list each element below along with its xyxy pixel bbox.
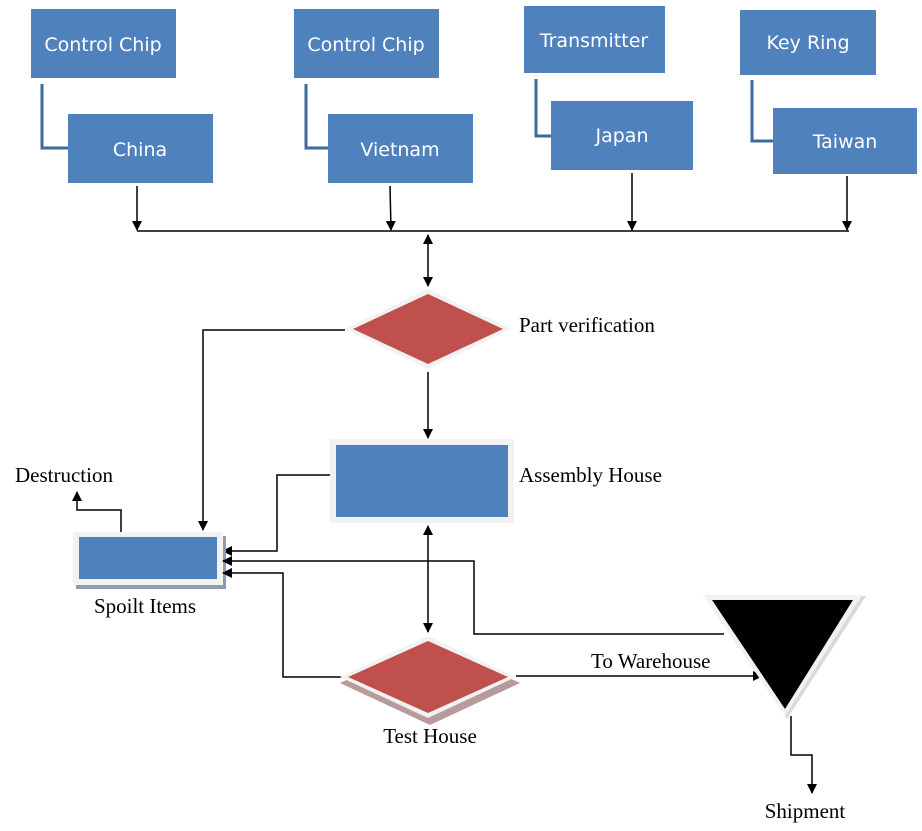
process-box (336, 445, 508, 517)
supplier-japan: Transmitter Japan (524, 6, 693, 170)
shipment-arrow (790, 716, 817, 794)
destruction-label: Destruction (15, 463, 113, 487)
reject-arrow (222, 474, 330, 556)
part-label: Control Chip (44, 34, 161, 56)
part-verification-node: Part verification (345, 289, 655, 369)
connector-line (750, 80, 773, 143)
supplier-vietnam: Control Chip Vietnam (294, 9, 473, 183)
shipment-label: Shipment (765, 799, 846, 823)
assembly-house-node: Assembly House (330, 439, 662, 523)
country-box (551, 101, 693, 170)
reject-arrow (222, 568, 345, 678)
test-house-label: Test House (383, 724, 477, 748)
country-label: Vietnam (360, 139, 439, 161)
reject-arrow (198, 329, 345, 531)
country-label: Japan (595, 125, 649, 147)
part-box (294, 9, 439, 78)
assembly-house-label: Assembly House (519, 463, 662, 487)
part-box (524, 6, 665, 73)
part-box (740, 10, 876, 75)
connector-line (534, 79, 551, 138)
connector-line (40, 84, 68, 150)
spoilt-items-node: Spoilt Items (73, 532, 226, 618)
country-box (68, 114, 213, 183)
warehouse-node (703, 595, 866, 719)
test-house-node: Test House (340, 636, 520, 748)
supplier-arrows (132, 173, 852, 232)
supplier-china: Control Chip China (31, 9, 213, 183)
part-label: Control Chip (307, 34, 424, 56)
connector-line (304, 84, 328, 150)
arrow (385, 185, 396, 231)
destruction-arrow (72, 491, 122, 532)
country-box (773, 108, 917, 174)
country-label: Taiwan (812, 131, 878, 153)
supplier-taiwan: Key Ring Taiwan (740, 10, 917, 174)
part-verification-label: Part verification (519, 313, 655, 337)
decision-diamond (353, 294, 503, 364)
country-label: China (113, 139, 167, 161)
to-warehouse-label: To Warehouse (591, 649, 711, 673)
process-box (79, 537, 217, 579)
spoilt-items-label: Spoilt Items (94, 594, 196, 618)
part-label: Key Ring (766, 32, 849, 54)
country-box (328, 114, 473, 183)
storage-triangle (712, 600, 853, 709)
part-label: Transmitter (539, 30, 649, 52)
return-arrow (222, 556, 724, 635)
decision-diamond (348, 641, 508, 713)
part-box (31, 9, 176, 78)
